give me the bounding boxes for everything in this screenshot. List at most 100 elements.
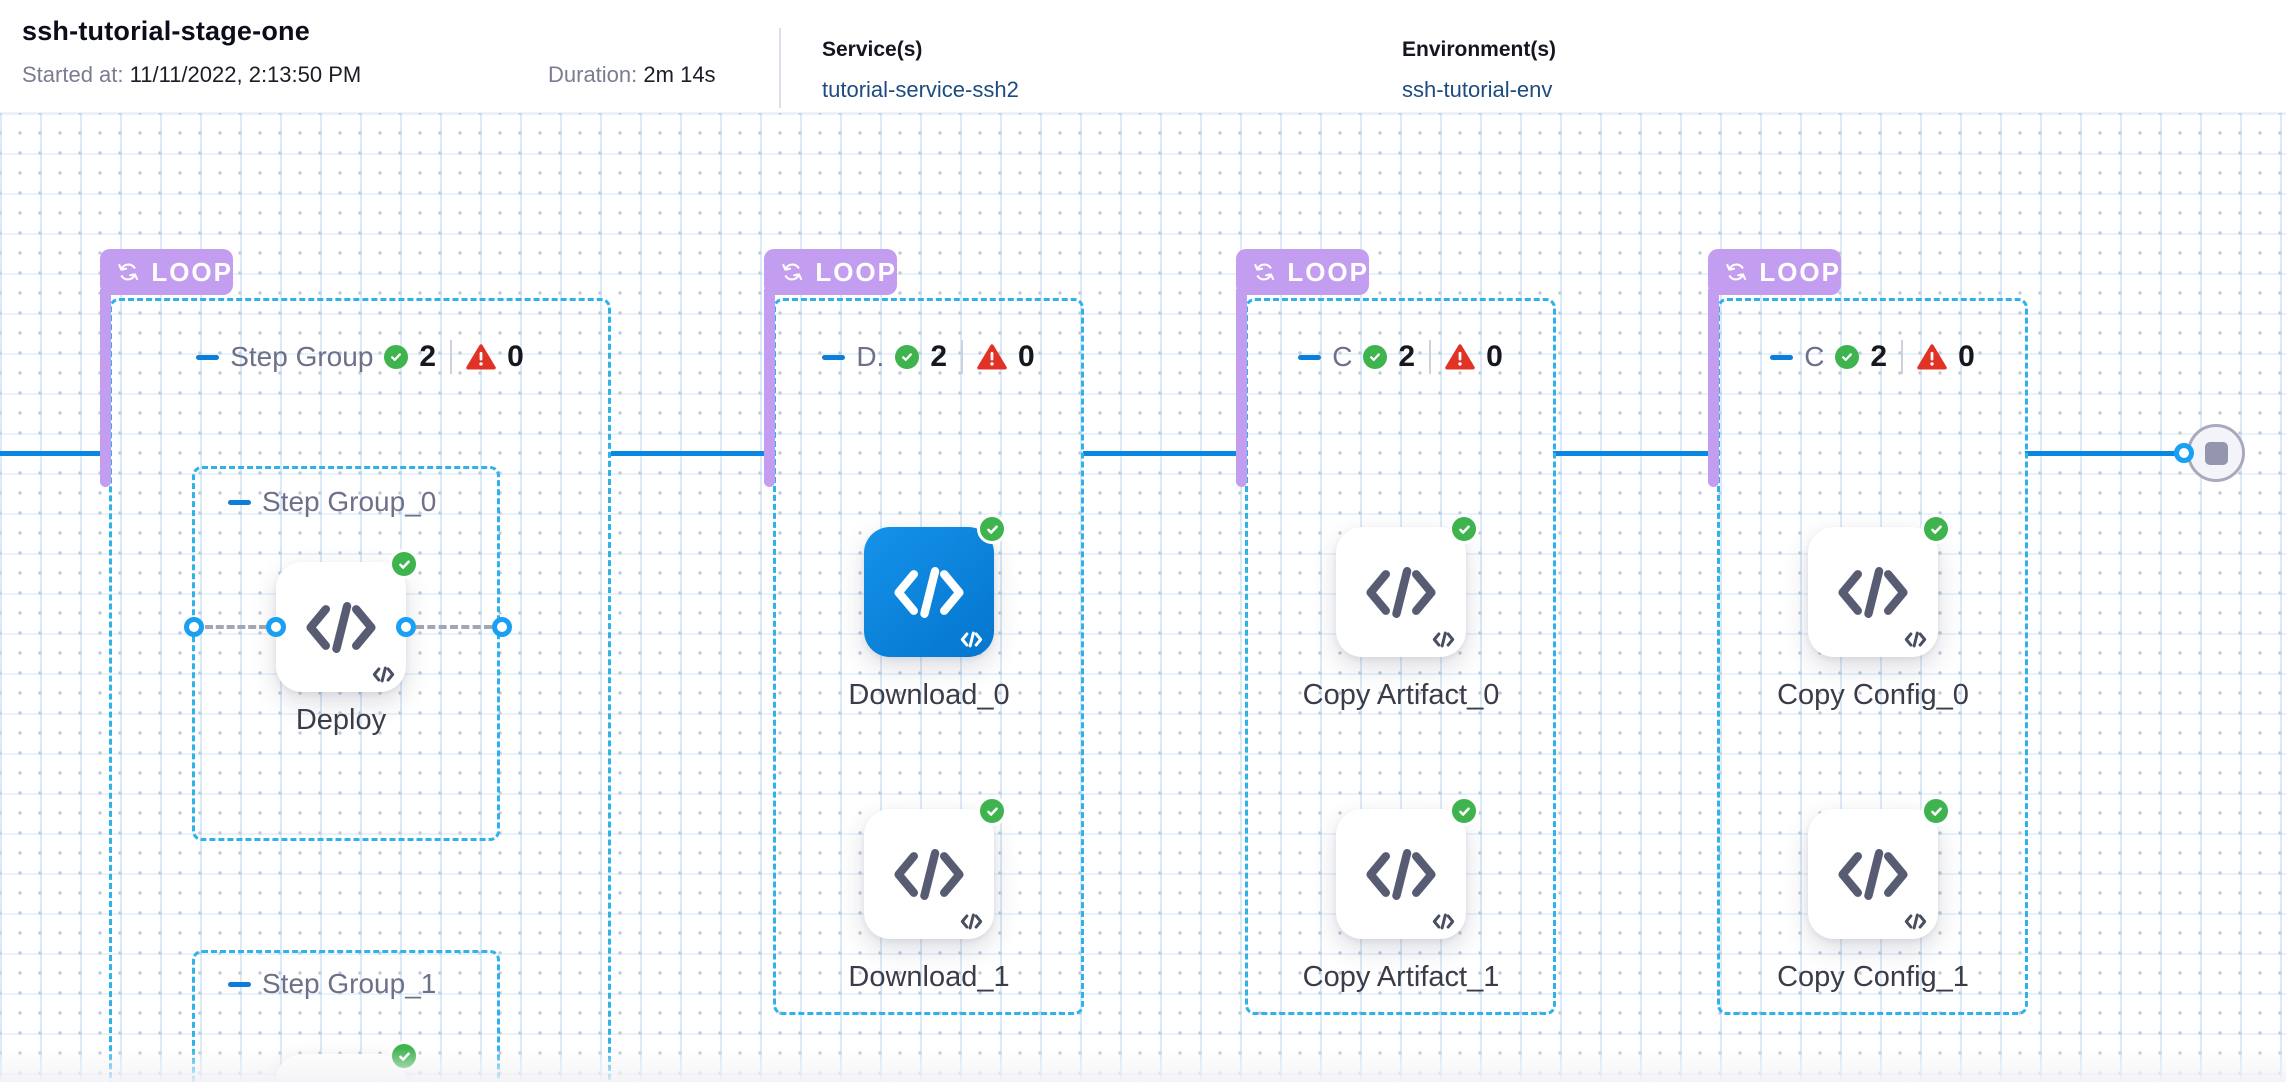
- group-label: C: [1332, 341, 1353, 372]
- step-node-copy-artifact-0[interactable]: [1336, 514, 1479, 657]
- success-count: 2: [419, 340, 437, 373]
- duration-value: 2m 14s: [643, 62, 716, 87]
- group-label: Step Group: [230, 341, 374, 372]
- warning-triangle-icon: [466, 344, 496, 370]
- warning-triangle-icon: [1917, 344, 1947, 370]
- failed-count: 0: [1958, 340, 1975, 373]
- code-icon: [894, 566, 964, 618]
- count-separator: [1429, 340, 1432, 374]
- step-node-copy-artifact-1[interactable]: [1336, 796, 1479, 939]
- code-icon-small: [1432, 913, 1455, 930]
- step-group-1-box: Step Group_1: [192, 950, 500, 1082]
- services-block: Service(s) tutorial-service-ssh2: [822, 38, 1019, 103]
- loop-arrows-icon: [118, 263, 139, 281]
- header-divider: [779, 28, 781, 108]
- step-node-download-0-selected[interactable]: [864, 514, 1007, 657]
- loop-group-download: D. 2 0: [773, 298, 1084, 1015]
- success-count: 2: [1398, 340, 1416, 373]
- step-node-copy-config-0[interactable]: [1808, 514, 1951, 657]
- execution-line: [0, 451, 101, 456]
- loop-badge: LOOP: [100, 249, 233, 295]
- execution-line: [1553, 451, 1708, 456]
- failed-count: 0: [1486, 340, 1503, 373]
- collapse-minus-icon[interactable]: [228, 981, 251, 987]
- execution-line: [1083, 451, 1236, 456]
- execution-line: [2025, 451, 2180, 456]
- success-badge-icon: [1921, 796, 1951, 826]
- connector-port: [492, 617, 512, 637]
- connector-port: [2174, 443, 2194, 463]
- code-icon-small: [960, 631, 983, 648]
- services-label: Service(s): [822, 38, 923, 61]
- step-label: Copy Config_1: [1777, 961, 1969, 993]
- loop-group-copy-artifact: C 2 0: [1245, 298, 1556, 1015]
- service-link[interactable]: tutorial-service-ssh2: [822, 77, 1019, 102]
- count-separator: [961, 340, 963, 374]
- step-node-copy-config-1[interactable]: [1808, 796, 1951, 939]
- step-label: Download_0: [848, 679, 1010, 711]
- loop-badge-label: LOOP: [815, 256, 897, 287]
- environments-label: Environment(s): [1402, 38, 1557, 61]
- check-circle-icon: [384, 345, 409, 369]
- collapse-minus-icon[interactable]: [1770, 354, 1794, 360]
- collapse-minus-icon[interactable]: [196, 354, 220, 360]
- count-separator: [450, 340, 453, 374]
- success-badge-icon: [389, 549, 419, 579]
- success-count: 2: [1870, 340, 1888, 373]
- stage-details-header: ssh-tutorial-stage-one Started at: 11/11…: [0, 0, 2286, 113]
- check-circle-icon: [1363, 345, 1388, 369]
- collapse-minus-icon[interactable]: [228, 499, 251, 505]
- success-badge-icon: [1449, 514, 1479, 544]
- step-label: Deploy: [295, 704, 387, 736]
- step-node-deploy[interactable]: [276, 549, 419, 692]
- failed-count: 0: [507, 340, 524, 373]
- group-label: Step Group_0: [262, 486, 437, 517]
- code-icon-small: [1904, 913, 1927, 930]
- group-label: D.: [856, 341, 885, 372]
- execution-graph-canvas[interactable]: LOOP Step Group 2 0: [0, 113, 2286, 1082]
- code-icon-small: [960, 913, 983, 930]
- started-at: Started at: 11/11/2022, 2:13:50 PM: [22, 62, 361, 88]
- execution-line: [611, 451, 764, 456]
- step-label: Copy Config_0: [1777, 679, 1969, 711]
- check-circle-icon: [1835, 345, 1860, 369]
- loop-group-copy-config: C 2 0: [1717, 298, 2028, 1015]
- collapse-minus-icon[interactable]: [1298, 354, 1322, 360]
- group-header: C 2 0: [1248, 340, 1553, 374]
- started-at-label: Started at:: [22, 62, 124, 87]
- warning-triangle-icon: [977, 344, 1007, 370]
- environments-block: Environment(s) ssh-tutorial-env: [1402, 38, 1556, 103]
- started-at-value: 11/11/2022, 2:13:50 PM: [129, 62, 362, 87]
- code-icon: [1838, 566, 1908, 618]
- success-badge-icon: [977, 514, 1007, 544]
- step-node[interactable]: [276, 1041, 419, 1082]
- group-label: C: [1804, 341, 1825, 372]
- environment-link[interactable]: ssh-tutorial-env: [1402, 77, 1553, 102]
- loop-badge: LOOP: [1708, 249, 1841, 295]
- success-badge-icon: [1449, 796, 1479, 826]
- loop-badge: LOOP: [1236, 249, 1369, 295]
- step-label: Download_1: [848, 961, 1010, 993]
- loop-arrows-icon: [1254, 263, 1275, 281]
- group-header: Step Group 2 0: [112, 340, 608, 374]
- step-node-download-1[interactable]: [864, 796, 1007, 939]
- group-header: D. 2 0: [776, 340, 1081, 374]
- loop-badge-label: LOOP: [1759, 256, 1841, 287]
- loop-badge-label: LOOP: [151, 256, 233, 287]
- success-badge-icon: [389, 1041, 419, 1071]
- duration: Duration: 2m 14s: [548, 62, 716, 88]
- code-icon: [306, 601, 376, 653]
- loop-strip: [1708, 289, 1719, 487]
- code-icon-small: [1432, 631, 1455, 648]
- warning-triangle-icon: [1445, 344, 1475, 370]
- collapse-minus-icon[interactable]: [822, 354, 846, 360]
- loop-strip: [1236, 289, 1247, 487]
- code-icon: [1366, 566, 1436, 618]
- code-icon-small: [1904, 631, 1927, 648]
- connector-port: [184, 617, 204, 637]
- duration-label: Duration:: [548, 62, 638, 87]
- success-badge-icon: [1921, 514, 1951, 544]
- success-count: 2: [930, 340, 947, 373]
- code-icon: [1366, 848, 1436, 900]
